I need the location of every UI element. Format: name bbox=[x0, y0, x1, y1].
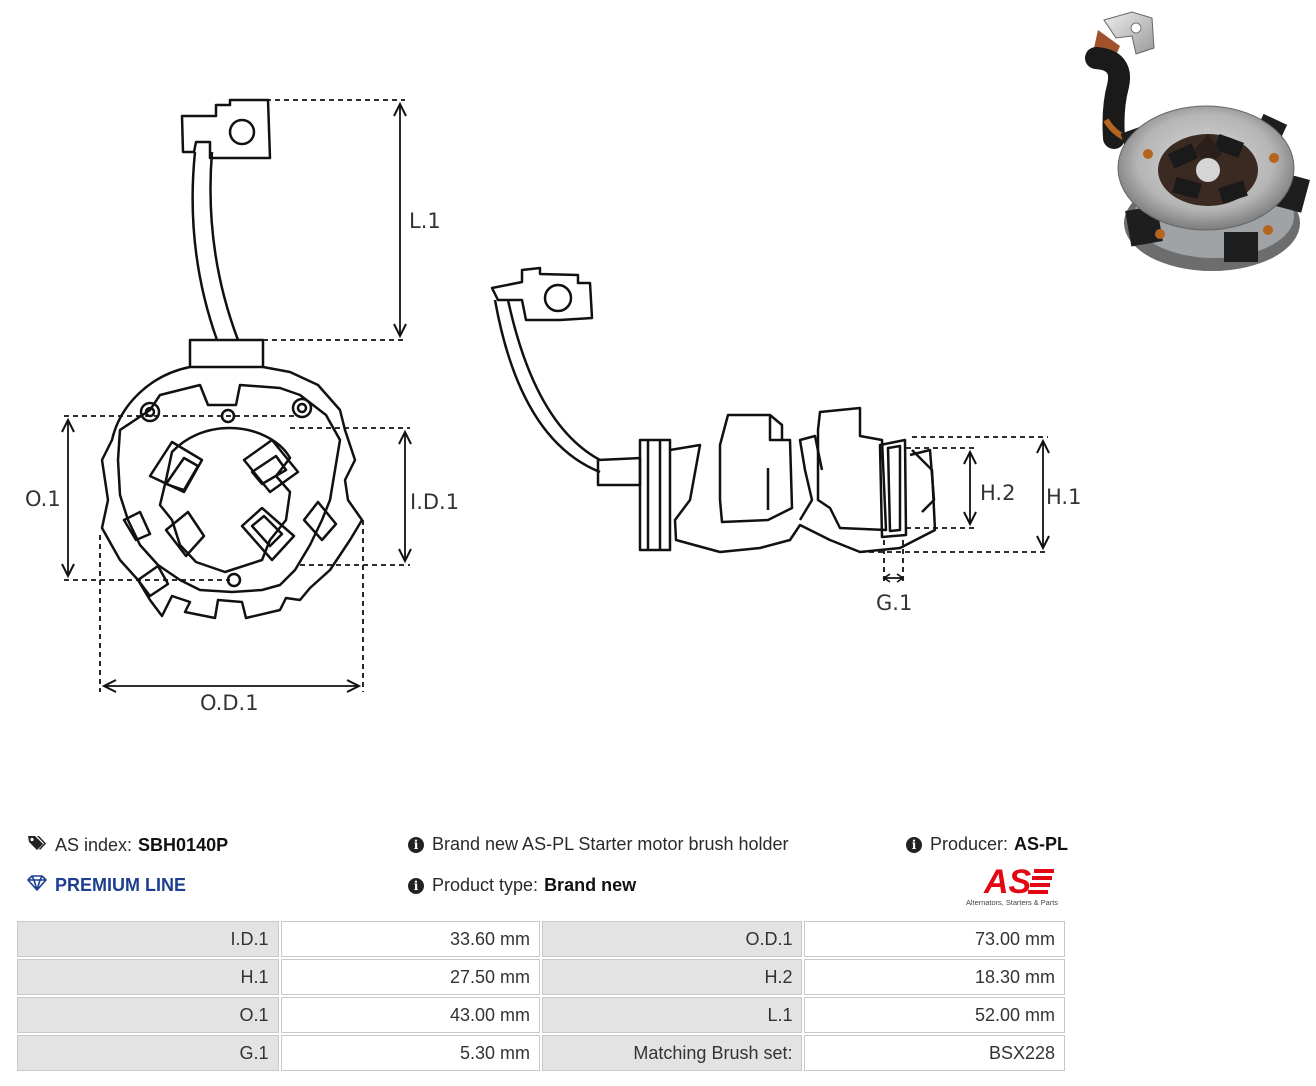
brush bbox=[878, 438, 908, 539]
technical-drawing: L.1 O.1 I.D.1 O.D.1 H.2 H.1 G.1 bbox=[25, 98, 1080, 715]
brush-holder-body bbox=[100, 365, 364, 620]
product-photo bbox=[1085, 11, 1310, 271]
spec-value: 33.60 mm bbox=[280, 921, 540, 957]
terminal-hole bbox=[228, 118, 256, 146]
terminal-tab bbox=[180, 98, 272, 160]
dim-label-o1: O.1 bbox=[25, 487, 61, 511]
brush-box bbox=[164, 510, 206, 558]
brush-box bbox=[242, 438, 300, 494]
dim-label-od1: O.D.1 bbox=[200, 691, 259, 715]
product-type-value: Brand new bbox=[544, 875, 637, 895]
spec-key: O.1 bbox=[17, 997, 279, 1033]
logo-tagline: Alternators, Starters & Parts bbox=[966, 898, 1058, 907]
dim-label-h2: H.2 bbox=[980, 481, 1015, 505]
dim-label-g1: G.1 bbox=[876, 591, 912, 615]
side-terminal bbox=[490, 266, 594, 322]
as-index-value: SBH0140P bbox=[138, 835, 229, 855]
dim-label-h1: H.1 bbox=[1046, 485, 1080, 509]
dim-label-l1: L.1 bbox=[409, 209, 441, 233]
front-view bbox=[100, 98, 364, 620]
brush-box bbox=[240, 506, 296, 562]
logo-mark: AS bbox=[983, 863, 1032, 901]
tags-icon bbox=[27, 834, 47, 857]
spec-value: 5.30 mm bbox=[280, 1035, 540, 1071]
info-circle-icon: i bbox=[408, 877, 424, 894]
side-body bbox=[669, 443, 937, 554]
info-circle-icon: i bbox=[906, 836, 922, 853]
diamond-icon bbox=[27, 875, 47, 896]
premium-line-label: PREMIUM LINE bbox=[55, 875, 187, 895]
premium-line: PREMIUM LINE bbox=[27, 875, 186, 896]
spec-key: H.2 bbox=[541, 959, 803, 995]
spec-value: 73.00 mm bbox=[804, 921, 1065, 957]
spec-value: 18.30 mm bbox=[804, 959, 1065, 995]
side-view bbox=[490, 266, 937, 554]
info-circle-icon: i bbox=[408, 836, 424, 853]
spec-value: 27.50 mm bbox=[280, 959, 540, 995]
spec-key: G.1 bbox=[17, 1035, 279, 1071]
spec-key: O.D.1 bbox=[541, 921, 803, 957]
dim-label-id1: I.D.1 bbox=[410, 490, 459, 514]
side-brush-box bbox=[816, 406, 888, 532]
spec-key: L.1 bbox=[541, 997, 803, 1033]
side-brush-box bbox=[718, 413, 794, 524]
rivet bbox=[291, 397, 313, 419]
table-row: G.1 5.30 mm Matching Brush set: BSX228 bbox=[17, 1035, 1065, 1071]
spec-value: BSX228 bbox=[804, 1035, 1065, 1071]
as-pl-logo: AS Alternators, Starters & Parts bbox=[966, 863, 1058, 907]
producer-label: Producer: bbox=[930, 834, 1009, 854]
side-cable bbox=[493, 299, 601, 474]
spec-key: Matching Brush set: bbox=[541, 1035, 803, 1071]
spec-key: H.1 bbox=[17, 959, 279, 995]
brush-box bbox=[148, 440, 204, 494]
producer: i Producer: AS-PL bbox=[906, 834, 1068, 855]
as-index: AS index: SBH0140P bbox=[27, 834, 228, 857]
hub bbox=[158, 426, 292, 574]
rivet bbox=[139, 401, 161, 423]
cable bbox=[191, 151, 219, 341]
description: i Brand new AS-PL Starter motor brush ho… bbox=[408, 834, 789, 855]
table-row: H.1 27.50 mm H.2 18.30 mm bbox=[17, 959, 1065, 995]
spec-table: I.D.1 33.60 mm O.D.1 73.00 mm H.1 27.50 … bbox=[15, 919, 1067, 1073]
spec-value: 43.00 mm bbox=[280, 997, 540, 1033]
spec-value: 52.00 mm bbox=[804, 997, 1065, 1033]
connector bbox=[188, 338, 265, 369]
product-type-label: Product type: bbox=[432, 875, 539, 895]
as-index-label: AS index: bbox=[55, 835, 133, 855]
table-row: O.1 43.00 mm L.1 52.00 mm bbox=[17, 997, 1065, 1033]
product-type: i Product type: Brand new bbox=[408, 875, 636, 896]
side-plate bbox=[638, 438, 672, 552]
spec-key: I.D.1 bbox=[17, 921, 279, 957]
description-text: Brand new AS-PL Starter motor brush hold… bbox=[432, 834, 789, 854]
producer-value: AS-PL bbox=[1014, 834, 1069, 854]
table-row: I.D.1 33.60 mm O.D.1 73.00 mm bbox=[17, 921, 1065, 957]
